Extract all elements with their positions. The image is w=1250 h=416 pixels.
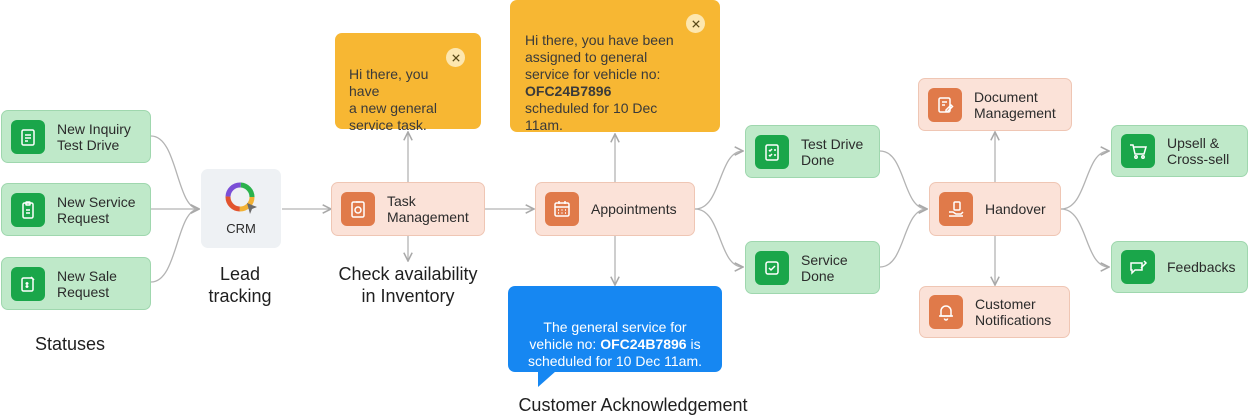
document-management-node[interactable]: Document Management — [918, 78, 1072, 131]
lead-tracking-caption: Lead tracking — [208, 264, 272, 306]
document-management-label: Document Management — [974, 88, 1056, 121]
customer-notifications-node[interactable]: Customer Notifications — [919, 286, 1070, 338]
customer-notifications-label: Customer Notifications — [975, 296, 1052, 328]
close-icon[interactable] — [446, 48, 465, 67]
handover-icon — [939, 192, 973, 226]
close-icon[interactable] — [686, 14, 705, 33]
upsell-cross-sell-node[interactable]: Upsell & Cross-sell — [1111, 125, 1248, 177]
feedbacks-node[interactable]: Feedbacks — [1111, 241, 1248, 293]
service-done-label: Service Done — [801, 251, 848, 284]
task-icon — [341, 192, 375, 226]
task-management-label: Task Management — [387, 193, 469, 225]
crm-node[interactable]: CRM — [201, 169, 281, 248]
test-drive-done-label: Test Drive Done — [801, 135, 864, 168]
vehicle-number: OFC24B7896 — [525, 83, 612, 99]
customer-acknowledgement-caption: Customer Acknowledgement — [518, 395, 748, 415]
bubble-tail — [538, 371, 556, 387]
status-new-service-request[interactable]: New Service Request — [1, 183, 151, 236]
edit-document-icon — [928, 87, 962, 122]
task-notification-text: Hi there, you have a new general service… — [349, 66, 437, 133]
task-notification-bubble: Hi there, you have a new general service… — [335, 33, 481, 133]
status-label: New Sale Request — [57, 267, 117, 300]
status-label: New Inquiry Test Drive — [57, 120, 131, 153]
check-inventory-caption: Check availability in Inventory — [338, 264, 478, 306]
service-done-node[interactable]: Service Done — [745, 241, 880, 294]
price-tag-icon — [11, 266, 45, 301]
calendar-icon — [545, 192, 579, 226]
test-drive-done-node[interactable]: Test Drive Done — [745, 125, 880, 178]
customer-message-bubble: The general service for vehicle no: OFC2… — [508, 286, 722, 372]
bell-icon — [929, 295, 963, 329]
appointments-node[interactable]: Appointments — [535, 182, 695, 236]
checkbox-icon — [755, 250, 789, 285]
vehicle-number: OFC24B7896 — [600, 336, 687, 352]
upsell-label: Upsell & Cross-sell — [1167, 135, 1230, 167]
feedbacks-label: Feedbacks — [1167, 259, 1236, 275]
task-management-node[interactable]: Task Management — [331, 182, 485, 236]
handover-node[interactable]: Handover — [929, 182, 1061, 236]
document-icon — [11, 192, 45, 227]
status-new-inquiry-test-drive[interactable]: New Inquiry Test Drive — [1, 110, 151, 163]
handover-label: Handover — [985, 201, 1046, 217]
crm-logo-icon — [225, 182, 257, 214]
appointment-notification-bubble: Hi there, you have been assigned to gene… — [510, 0, 720, 133]
cart-icon — [1121, 134, 1155, 168]
clipboard-icon — [11, 119, 45, 154]
feedback-icon — [1121, 250, 1155, 284]
appointments-label: Appointments — [591, 201, 677, 217]
status-label: New Service Request — [57, 193, 136, 226]
crm-label: CRM — [226, 221, 256, 236]
status-new-sale-request[interactable]: New Sale Request — [1, 257, 151, 310]
statuses-title: Statuses — [34, 334, 106, 354]
checklist-icon — [755, 134, 789, 169]
